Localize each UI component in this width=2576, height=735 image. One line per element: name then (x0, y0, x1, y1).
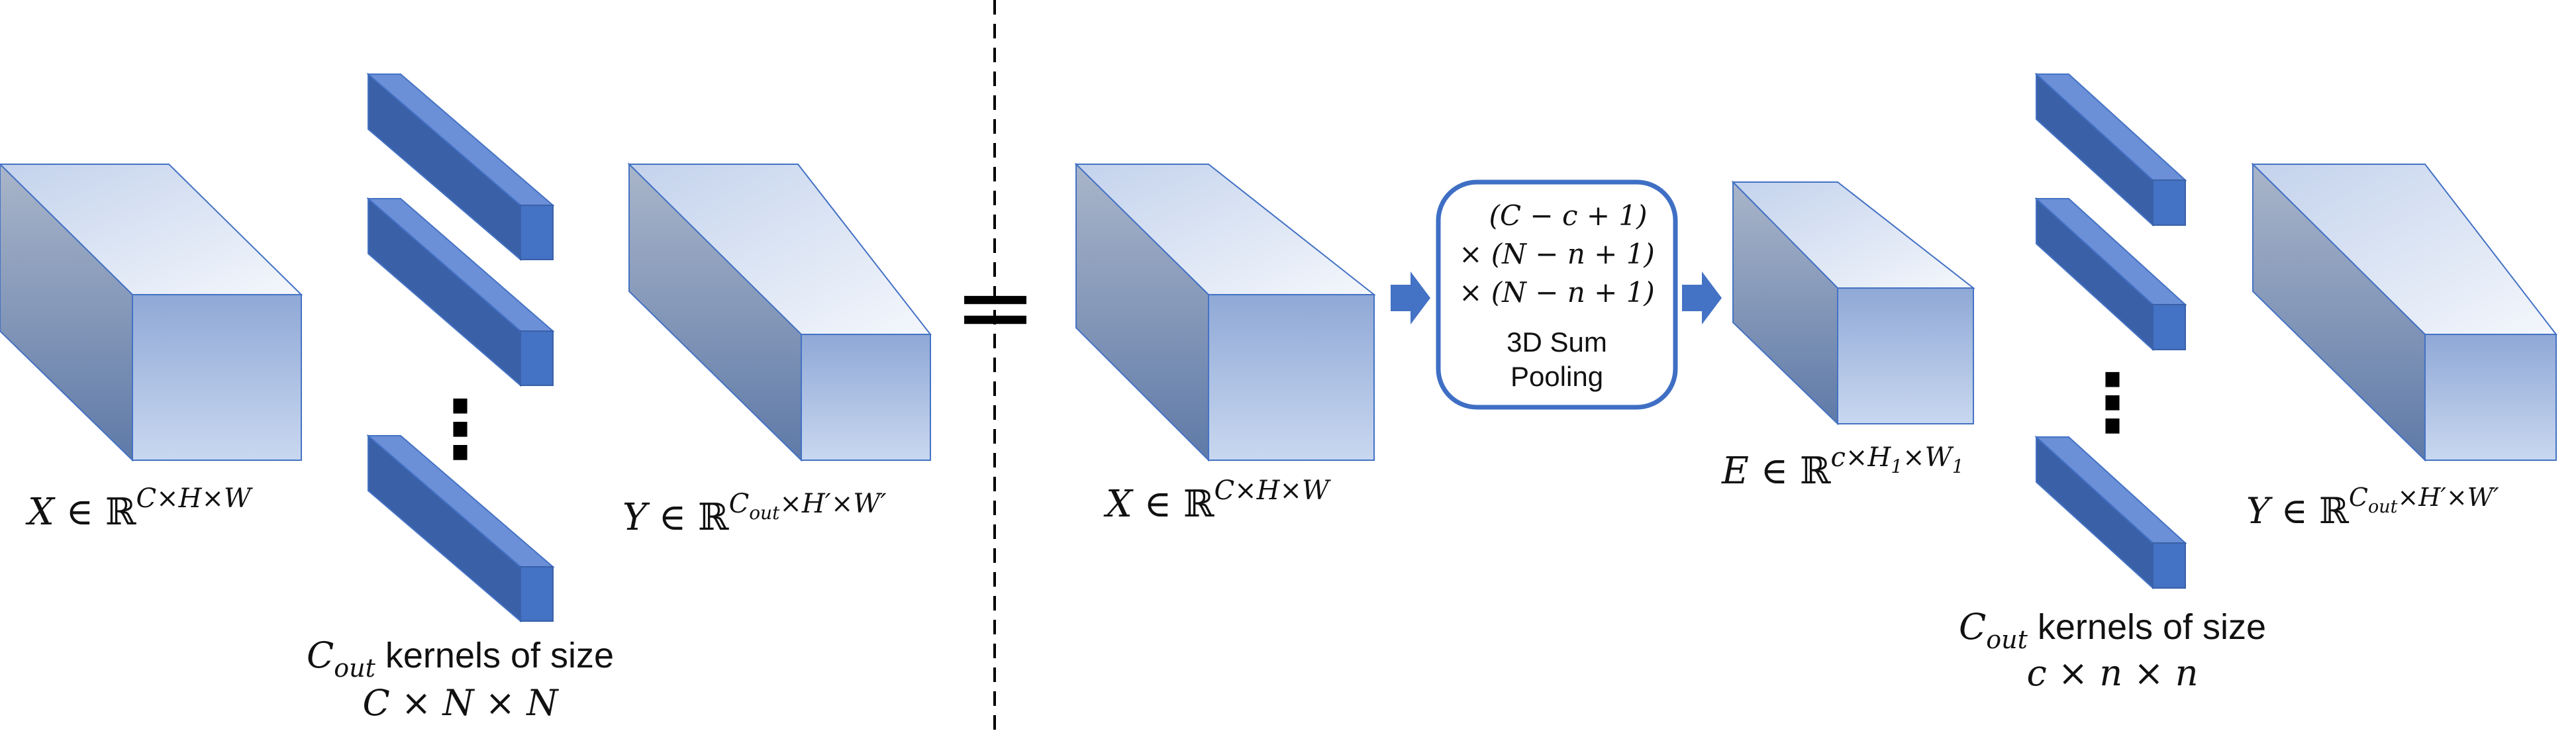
kernels-caption-right-line2: c × n × n (2027, 652, 2199, 694)
pooled-tensor-e (1731, 180, 1975, 426)
pooling-line2: × (N − n + 1) (1459, 238, 1655, 270)
input-tensor-x-left (0, 163, 303, 462)
output-tensor-y-left (627, 162, 932, 462)
kernels-caption-left-line2: C × N × N (363, 682, 560, 724)
kernels-caption-right-line1: Cout kernels of size (1959, 606, 2266, 654)
input-label-right: X ∈ ℝC×H×W (1103, 475, 1331, 526)
kernel-1-left (366, 72, 555, 262)
pooling-box (1436, 179, 1678, 410)
pooling-title-line1: 3D Sum (1507, 326, 1607, 358)
kernel-3-left (366, 434, 555, 623)
arrow-to-pooling (1391, 271, 1430, 324)
kernel-2-right (2034, 197, 2187, 352)
output-label-left: Y ∈ ℝCout×H′×W′ (622, 489, 887, 539)
kernel-1-right (2034, 72, 2187, 227)
kernel-ellipsis-right: ⋮ (2073, 358, 2152, 450)
kernels-caption-left-line1: Cout kernels of size (307, 634, 614, 683)
pooling-line3: × (N − n + 1) (1459, 276, 1655, 309)
arrow-to-pooled (1682, 271, 1722, 324)
kernel-ellipsis-left: ⋮ (421, 384, 500, 476)
output-label-right: Y ∈ ℝCout×H′×W′ (2246, 483, 2499, 532)
kernel-3-right (2034, 435, 2187, 590)
input-label-left: X ∈ ℝC×H×W (25, 483, 253, 534)
pooling-title-line2: Pooling (1511, 361, 1603, 392)
pooling-line1: (C − c + 1) (1489, 199, 1648, 232)
input-tensor-x-right (1074, 162, 1376, 462)
output-tensor-y-right (2251, 162, 2558, 462)
kernel-2-left (366, 197, 555, 387)
pooled-label: E ∈ ℝc×H1×W1 (1721, 442, 1964, 493)
equals-sign: = (954, 250, 1037, 365)
